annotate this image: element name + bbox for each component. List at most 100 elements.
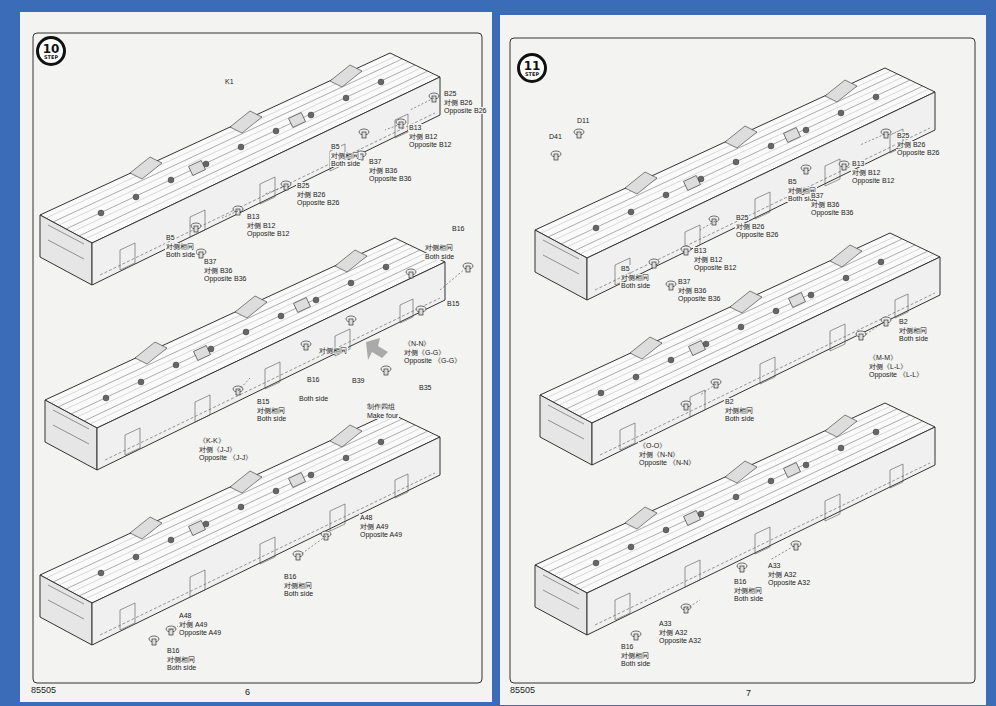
part-callout: 对侧相同 — [166, 656, 196, 663]
part-callout: Opposite 《J-J》 — [198, 454, 253, 461]
part-callout: 对侧 B26 — [896, 141, 926, 148]
part-callout: Opposite A32 — [658, 637, 702, 644]
part-callout: B16 — [733, 578, 747, 585]
part-callout: A48 — [359, 514, 373, 521]
part-callout: Both side — [898, 335, 929, 342]
part-callout: 制作四组 — [366, 403, 396, 410]
part-callout: Opposite B26 — [443, 107, 487, 114]
part-callout: B37 — [677, 278, 691, 285]
part-callout: 对侧 B12 — [851, 169, 881, 176]
part-callout: Opposite B12 — [246, 230, 290, 237]
part-callout: B5 — [330, 143, 341, 150]
part-callout: Opposite B12 — [851, 177, 895, 184]
part-callout: B16 — [451, 225, 465, 232]
part-callout: 对侧相同 — [165, 243, 195, 250]
part-callout: A33 — [658, 620, 672, 627]
page-frame — [510, 38, 975, 683]
part-callout: 对侧相同 — [620, 274, 650, 281]
part-callout: 《M-M》 — [868, 354, 898, 361]
part-callout: 对侧 B36 — [368, 167, 398, 174]
step-badge: 11STEP — [517, 53, 547, 83]
page-footer: 6 — [244, 688, 251, 697]
part-callout: Opposite B36 — [368, 175, 412, 182]
part-callout: B37 — [810, 192, 824, 199]
part-callout: 对侧 B12 — [408, 133, 438, 140]
part-callout: Opposite B36 — [677, 295, 721, 302]
part-callout: B25 — [735, 214, 749, 221]
part-callout: B13 — [851, 160, 865, 167]
part-callout: Both side — [165, 251, 196, 258]
step-word: STEP — [44, 55, 58, 60]
part-callout: 对侧 B12 — [246, 222, 276, 229]
part-callout: 对侧 A32 — [658, 629, 688, 636]
part-callout: D41 — [548, 133, 563, 140]
part-callout: B13 — [693, 247, 707, 254]
part-callout: Opposite 《G-G》 — [403, 357, 462, 364]
part-callout: 《N-N》 — [403, 340, 431, 347]
part-callout: Make four — [366, 412, 399, 419]
part-callout: 对侧《L-L》 — [868, 363, 908, 370]
part-callout: 对侧 B12 — [693, 256, 723, 263]
part-callout: 对侧 B26 — [735, 223, 765, 230]
part-callout: Opposite B26 — [735, 231, 779, 238]
page-footer: 85505 — [30, 686, 57, 695]
part-callout: 对侧相同 — [733, 587, 763, 594]
part-callout: 对侧 A49 — [178, 621, 208, 628]
part-callout: Opposite B36 — [203, 275, 247, 282]
part-callout: 对侧《J-J》 — [198, 446, 237, 453]
part-callout: A33 — [767, 562, 781, 569]
part-callout: Both side — [620, 660, 651, 667]
part-callout: Opposite 《L-L》 — [868, 371, 924, 378]
part-callout: 对侧 B26 — [443, 99, 473, 106]
leader-lines — [170, 98, 885, 630]
part-callout: Both side — [733, 595, 764, 602]
part-callout: B5 — [165, 234, 176, 241]
parts — [149, 93, 891, 645]
part-callout: Both side — [298, 395, 329, 402]
part-callout: B15 — [256, 398, 270, 405]
part-callout: Opposite A49 — [359, 531, 403, 538]
part-callout: Both side — [166, 664, 197, 671]
part-callout: 对侧相同 — [256, 407, 286, 414]
ship-hull — [535, 403, 935, 635]
part-callout: 对侧相同 — [283, 582, 313, 589]
part-callout: B25 — [896, 132, 910, 139]
part-callout: Opposite A49 — [178, 629, 222, 636]
part-callout: B16 — [620, 643, 634, 650]
part-callout: B35 — [418, 384, 432, 391]
part-callout: Opposite 《N-N》 — [638, 459, 696, 466]
part-callout: 对侧 B36 — [203, 267, 233, 274]
part-callout: B37 — [368, 158, 382, 165]
part-callout: K1 — [224, 78, 235, 85]
page — [500, 15, 986, 705]
part-callout: Both side — [424, 253, 455, 260]
page-footer: 85505 — [509, 686, 536, 695]
ship-hull — [40, 413, 440, 645]
part-callout: 对侧 A49 — [359, 523, 389, 530]
part-callout: A48 — [178, 612, 192, 619]
part-callout: B16 — [283, 573, 297, 580]
part-callout: B25 — [296, 182, 310, 189]
part-callout: B25 — [443, 90, 457, 97]
page — [20, 12, 492, 702]
part-callout: 对侧 B36 — [677, 287, 707, 294]
direction-arrow — [366, 338, 388, 360]
part-callout: 对侧《G-G》 — [403, 349, 446, 356]
page-footer: 7 — [745, 689, 752, 698]
part-callout: 《K-K》 — [198, 437, 226, 444]
part-callout: B5 — [787, 178, 798, 185]
part-callout: 对侧相同 — [620, 652, 650, 659]
step-word: STEP — [525, 72, 539, 77]
part-callout: Both side — [724, 415, 755, 422]
step-badge: 10STEP — [36, 36, 66, 66]
part-callout: B16 — [166, 647, 180, 654]
part-callout: 对侧相同 — [724, 407, 754, 414]
step-number: 11 — [524, 60, 541, 72]
part-callout: 对侧相同 — [318, 347, 348, 354]
part-callout: B16 — [306, 376, 320, 383]
page-frame — [33, 33, 482, 683]
part-callout: 对侧 B36 — [810, 201, 840, 208]
part-callout: Opposite B26 — [296, 199, 340, 206]
part-callout: 对侧 B26 — [296, 191, 326, 198]
